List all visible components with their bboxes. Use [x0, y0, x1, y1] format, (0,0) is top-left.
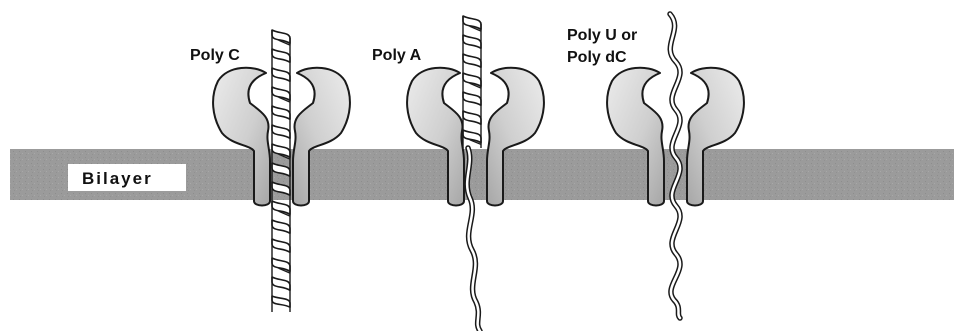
ribbon-segment: [272, 49, 290, 62]
ribbon-segment: [463, 35, 481, 48]
label-poly-u-line2: Poly dC: [567, 49, 627, 66]
bilayer-label: Bilayer: [82, 169, 153, 188]
ribbon-segment: [463, 111, 481, 124]
poly-c-ribbon: [272, 30, 290, 312]
ribbon-segment: [272, 220, 290, 233]
ribbon-segment: [272, 106, 290, 119]
ribbon-segment: [272, 277, 290, 290]
ribbon-segment: [463, 92, 481, 105]
label-poly-u-line1: Poly U or: [567, 27, 637, 44]
label-poly-c: Poly C: [190, 47, 240, 64]
ribbon-segment: [272, 125, 290, 138]
poly-a-ribbon: [463, 16, 481, 148]
ribbon-segment: [272, 296, 290, 307]
ribbon-segment: [272, 68, 290, 81]
label-poly-a: Poly A: [372, 47, 422, 64]
ribbon-segment: [463, 54, 481, 67]
ribbon-segment: [272, 239, 290, 252]
